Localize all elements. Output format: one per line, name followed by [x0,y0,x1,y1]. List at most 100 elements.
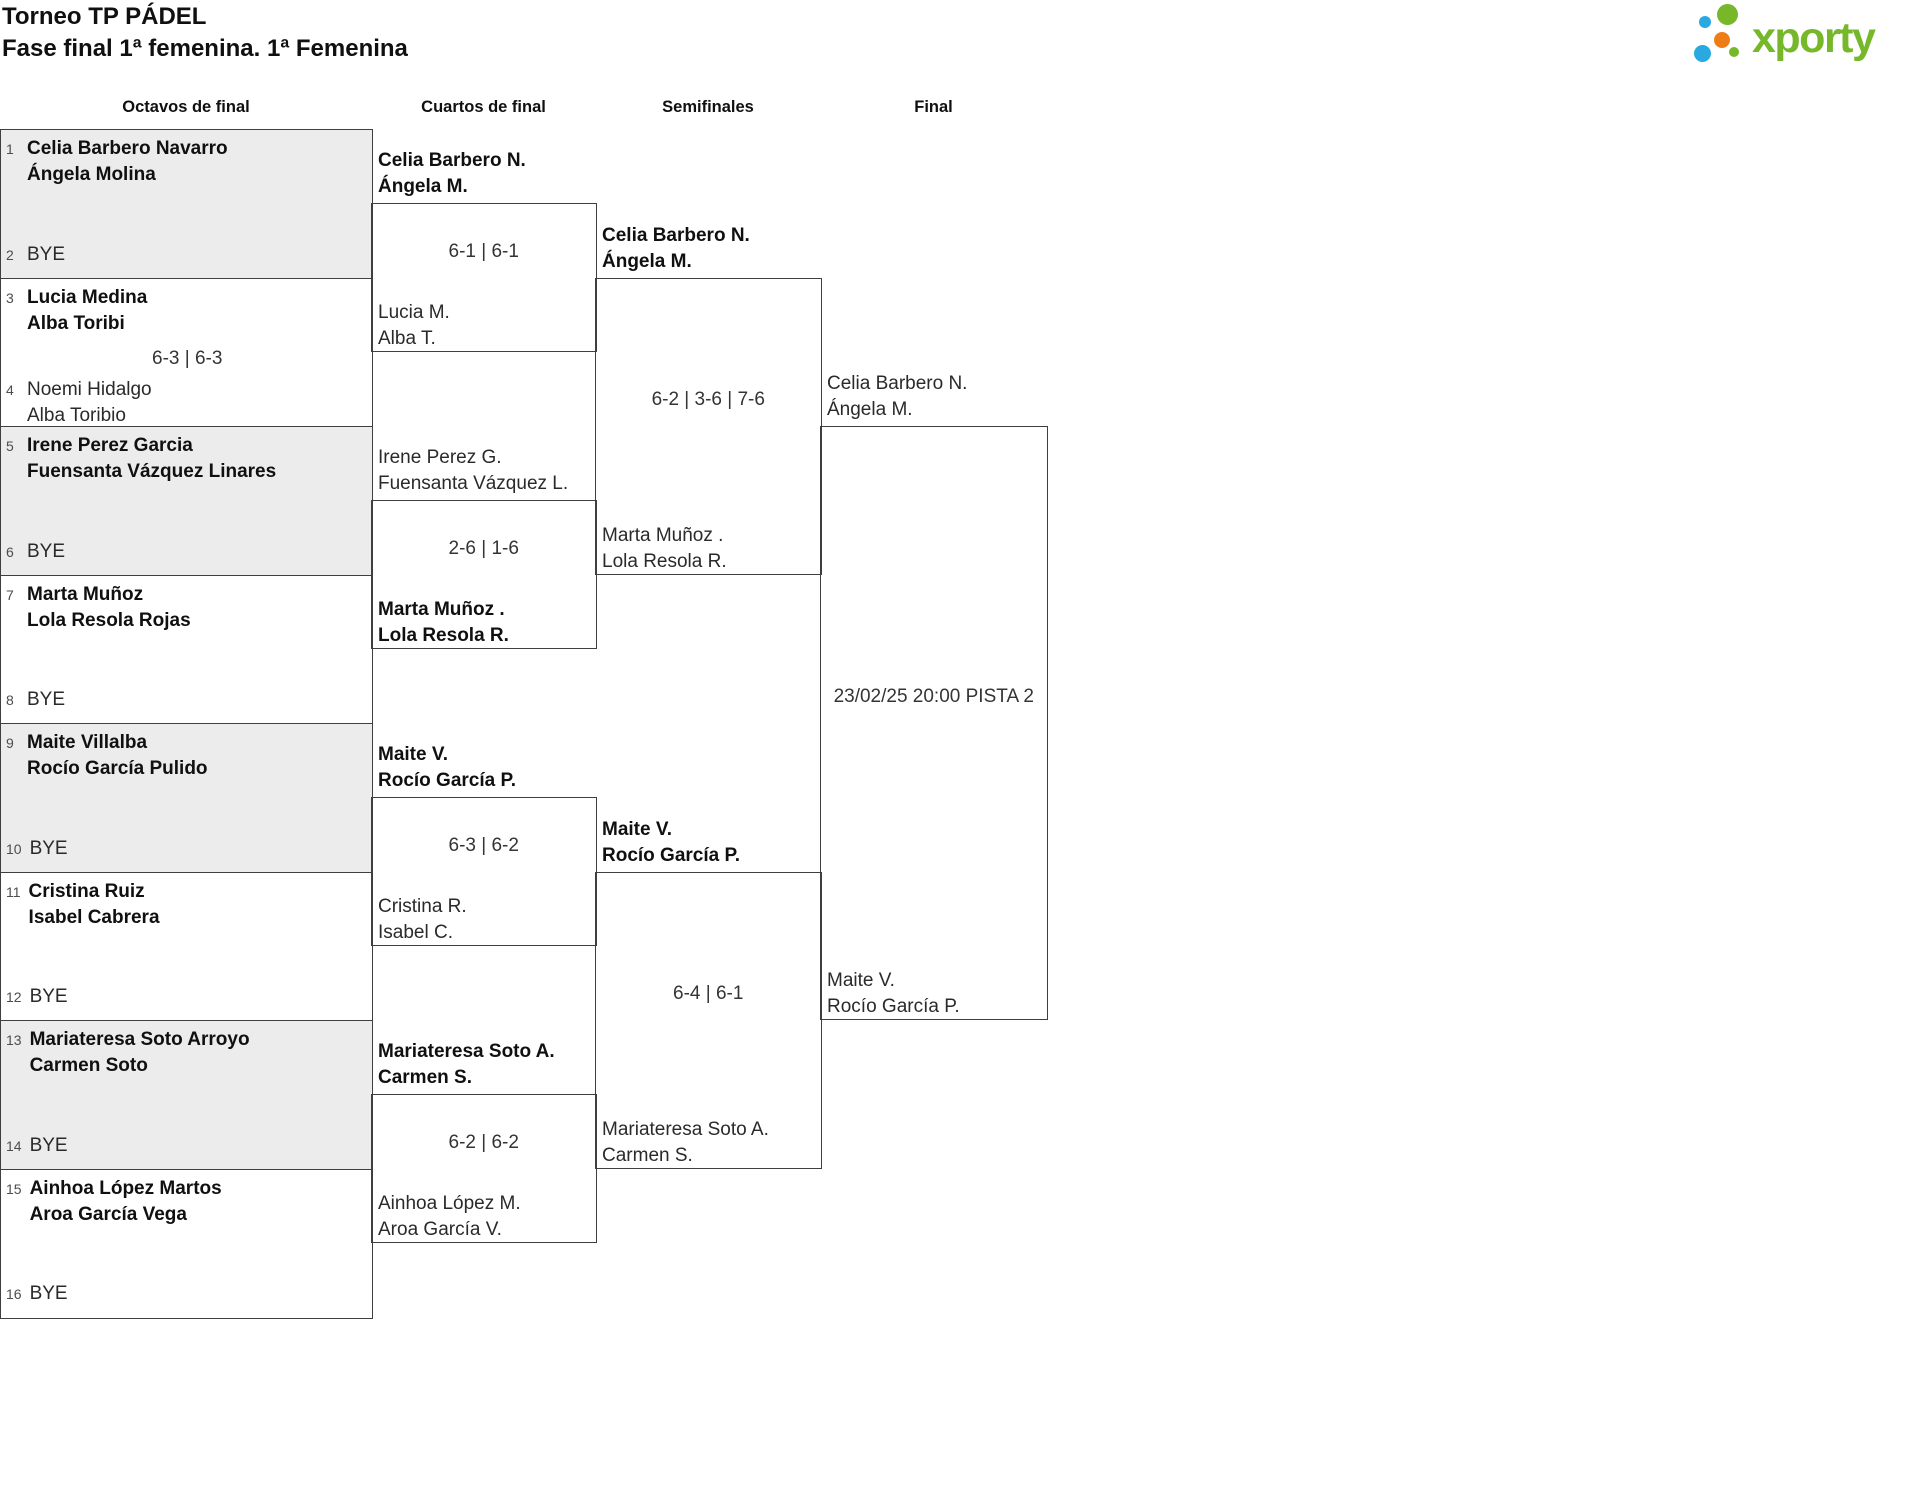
team-name-line: Rocío García P. [827,996,960,1017]
advancing-team-label: Celia Barbero N.Ángela M. [602,223,750,275]
advancing-team-label: Mariateresa Soto A.Carmen S. [378,1039,555,1091]
seed-number: 14 [6,1137,22,1154]
logo-dot-green-large-icon [1717,4,1738,25]
seed-number: 9 [6,735,14,751]
seed-number: 8 [6,692,14,708]
advancing-team-label: Maite V. Rocío García P. [378,742,516,794]
bracket-entry: 8 BYE [6,687,65,713]
seed-number: 3 [6,289,14,306]
team-name-line: Fuensanta Vázquez Linares [27,461,277,482]
team-name-line: Alba T. [378,327,436,349]
team-name-line: Mariateresa Soto A. [378,1041,555,1063]
team-name-line: Lola Resola R. [602,550,727,572]
team-name-line: Lola Resola R. [378,624,509,646]
team-name-line: Carmen S. [602,1144,693,1166]
team-name-line: Marta Muñoz . [602,524,724,546]
advancing-team-label: Mariateresa Soto A.Carmen S. [602,1117,769,1169]
advancing-team-label: Celia Barbero N. Ángela M. [378,148,526,200]
advancing-team-label: Lucia M.Alba T. [378,300,450,352]
team-name-line: Ainhoa López Martos [29,1177,222,1199]
team-name-line: Celia Barbero N. [827,373,968,394]
seed-number: 16 [6,1286,22,1302]
seed-number: 11 [6,883,21,900]
bye-label: BYE [27,242,65,268]
team-name-line: Irene Perez G. [378,447,502,469]
team-name-line: Fuensanta Vázquez L. [378,473,569,495]
xporty-logo[interactable]: xporty [1690,0,1920,82]
page-title-block: Torneo TP PÁDEL Fase final 1ª femenina. … [2,1,408,65]
team-name-line: Lola Resola Rojas [27,609,191,631]
team-name-line: Lucia Medina [27,286,148,308]
qf-score: 2-6 | 1-6 [448,537,519,559]
team-name-line: Celia Barbero N. [378,150,526,172]
round-header-semifinales: Semifinales [662,98,754,116]
team-name-line: Isabel Cabrera [28,906,160,928]
team-name-line: Alba Toribio [27,405,126,426]
sf-match-box [595,871,822,1169]
advancing-team-label: Marta Muñoz . Lola Resola R. [602,523,727,575]
final-match-schedule: 23/02/25 20:00 PISTA 2 [833,686,1034,707]
team-name-line: Cristina R. [378,895,467,917]
team-name-line: Marta Muñoz . [378,598,505,620]
xporty-logo-text: xporty [1752,14,1876,62]
advancing-team-label: Cristina R. Isabel C. [378,894,467,946]
seed-number: 4 [6,382,14,398]
team-name-line: BYE [29,986,68,1007]
logo-dot-orange-icon [1714,32,1730,48]
team-name-line: Rocío García P. [602,844,740,866]
qf-match-box [371,1094,597,1243]
seed-number: 13 [6,1032,22,1048]
qf-score: 6-2 | 6-2 [448,1131,519,1153]
bye-label: BYE [30,1133,68,1159]
team-name-line: Maite V. [378,744,449,766]
team-name-line: Ángela M. [602,250,692,272]
logo-dot-blue-small-icon [1699,16,1711,28]
qf-score: 6-3 | 6-2 [448,834,519,856]
team-name-line: Isabel C. [378,921,453,943]
round-header-final: Final [914,98,953,116]
seed-number: 15 [6,1180,22,1197]
bye-label: BYE [30,984,68,1010]
team-name-line: Celia Barbero Navarro [27,138,228,159]
bye-label: BYE [27,687,65,713]
bye-label: BYE [30,1281,68,1307]
qf-match-box [371,500,597,649]
team-name-line: BYE [29,1283,68,1304]
team-name-line: Ángela M. [827,399,913,420]
tournament-title: Torneo TP PÁDEL [2,3,207,30]
team-name-line: Noemi Hidalgo [27,379,152,400]
seed-number: 1 [6,141,14,157]
team-name-line: BYE [27,243,66,265]
team-name-line: Alba Toribi [27,312,125,334]
team-name-line: Ángela Molina [27,164,156,185]
team-name-line: Rocío García P. [378,770,516,792]
team-name-line: Ángela M. [378,176,468,198]
seed-number: 7 [6,586,14,603]
team-name-line: Irene Perez Garcia [27,435,193,456]
bracket-entry: 16 BYE [6,1281,68,1307]
team-name-line: BYE [27,540,66,562]
seed-number: 12 [6,989,22,1005]
bye-label: BYE [27,539,65,565]
